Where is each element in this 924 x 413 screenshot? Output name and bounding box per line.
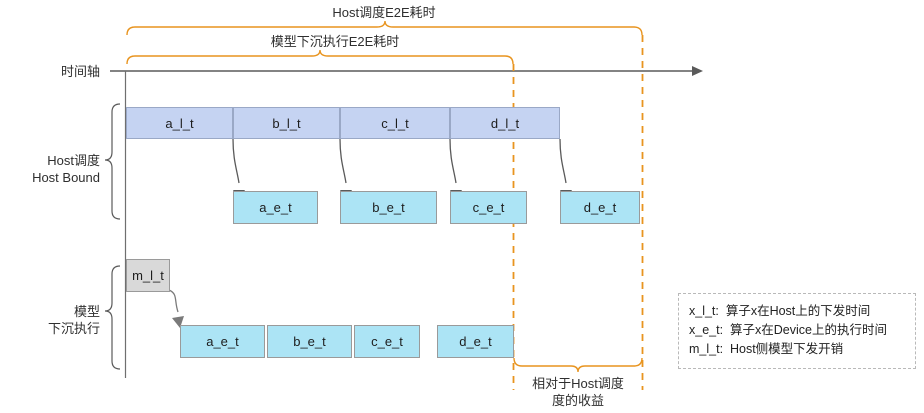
group-label-host-bound-line2: Host Bound [32, 170, 100, 185]
sink-exec-segment-d[interactable]: d_e_t [437, 325, 514, 358]
brace-model-sink [104, 265, 121, 370]
host-exec-segment-d[interactable]: d_e_t [560, 191, 640, 224]
brace-sink-e2e [126, 49, 514, 65]
host-exec-segment-a[interactable]: a_e_t [233, 191, 318, 224]
legend-box: x_l_t: 算子x在Host上的下发时间 x_e_t: 算子x在Device上… [678, 293, 916, 369]
host-launch-segment-c[interactable]: c_l_t [340, 107, 450, 139]
sink-overhead-block[interactable]: m_l_t [126, 259, 170, 292]
group-label-host-bound-line1: Host调度 [47, 153, 100, 168]
host-launch-segment-a[interactable]: a_l_t [126, 107, 233, 139]
benefit-note-line1: 相对于Host调度 [532, 376, 624, 391]
legend-row-x-l-t: x_l_t: 算子x在Host上的下发时间 [689, 304, 871, 318]
title-host-e2e: Host调度E2E耗时 [332, 5, 436, 20]
axis-label: 时间轴 [60, 64, 100, 79]
benefit-note-line2: 度的收益 [551, 393, 604, 408]
host-exec-segment-b[interactable]: b_e_t [340, 191, 437, 224]
sink-exec-segment-a[interactable]: a_e_t [180, 325, 265, 358]
group-label-model-sink-line1: 模型 [73, 304, 100, 319]
sink-exec-segment-c[interactable]: c_e_t [354, 325, 420, 358]
time-axis [110, 66, 703, 76]
host-launch-segment-d[interactable]: d_l_t [450, 107, 560, 139]
legend-row-m-l-t: m_l_t: Host侧模型下发开销 [689, 342, 844, 356]
legend-row-x-e-t: x_e_t: 算子x在Device上的执行时间 [689, 323, 887, 337]
sink-exec-segment-b[interactable]: b_e_t [267, 325, 352, 358]
group-label-model-sink-line2: 下沉执行 [47, 321, 100, 336]
brace-host-bound [104, 103, 121, 220]
overhead-to-exec-arrow [168, 289, 179, 313]
host-launch-segment-b[interactable]: b_l_t [233, 107, 340, 139]
host-exec-segment-c[interactable]: c_e_t [450, 191, 527, 224]
title-sink-e2e: 模型下沉执行E2E耗时 [270, 34, 400, 49]
brace-benefit [513, 357, 643, 373]
launch-to-exec-arrows [232, 138, 567, 184]
